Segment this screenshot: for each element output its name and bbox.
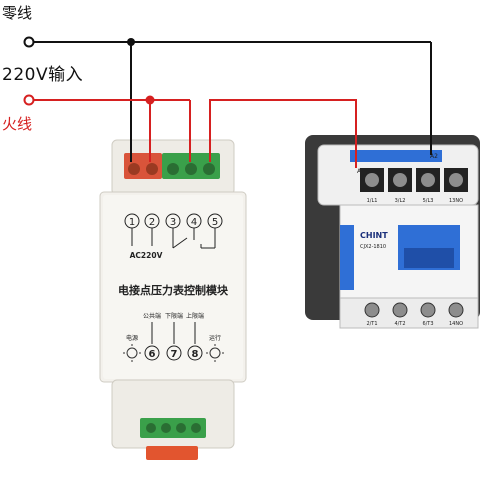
live-input-terminal-icon [23,94,35,106]
din-clip [146,446,198,460]
module-face-inner [103,195,243,379]
contactor-model: CJX2-1810 [360,244,386,250]
common-terminal-label: 公共端 [143,312,161,320]
terminal-number-7: 7 [171,349,178,360]
neutral-line-label: 零线 [2,4,33,22]
power-indicator-label: 电源 [126,334,138,342]
upper-limit-label: 上限端 [186,312,204,320]
contactor: A1 A2 1/L1 3/L2 5/L3 13NO CHINT CJX2-181… [305,135,480,329]
contactor-terminal-13no: 13NO [449,198,463,204]
module-title: 电接点压力表控制模块 [118,283,229,297]
control-module: 1 2 3 4 5 AC220V 电接点压力表控制模块 电源 运行 [99,139,247,460]
input-voltage-label: 220V输入 [2,65,84,85]
contactor-brand: CHINT [360,231,388,240]
terminal-screw [203,163,215,175]
terminal-number-5: 5 [212,217,218,228]
relay-contact-symbol [131,228,216,249]
power-indicator-icon [126,347,138,359]
bottom-terminal-block [140,418,206,438]
contactor-side-strip [340,225,354,290]
contactor-bottom-screws [364,302,464,318]
terminal-screw [128,163,140,175]
terminal-screw [146,163,158,175]
terminal-number-1: 1 [129,217,135,228]
contactor-terminal-14no: 14NO [449,321,463,327]
run-indicator-label: 运行 [209,334,221,342]
terminal-number-4: 4 [191,217,197,228]
lower-limit-label: 下限端 [165,312,183,320]
contactor-terminal-3l2: 3/L2 [395,198,406,204]
terminal-number-2: 2 [149,217,155,228]
contactor-top-screws [360,168,468,192]
contactor-terminal-2t1: 2/T1 [366,321,377,327]
contactor-terminal-1l1: 1/L1 [367,198,378,204]
terminal-number-8: 8 [192,349,199,360]
terminal-number-6: 6 [149,349,156,360]
live-junction-dot [145,95,155,105]
run-indicator-icon [209,347,221,359]
top-terminal-block [124,153,220,179]
coil-mark-a2: A2 [430,153,438,160]
neutral-junction-dot [127,38,135,46]
contactor-actuator-slot [404,248,454,268]
terminal-screw [185,163,197,175]
module-indicators: 电源 运行 公共端 下限端 上限端 [123,312,224,362]
contactor-terminal-6t3: 6/T3 [422,321,433,327]
live-wire [34,99,357,168]
contactor-coil-label-strip [350,150,442,162]
contactor-terminal-5l3: 5/L3 [423,198,434,204]
neutral-wire [34,41,432,162]
contactor-terminal-4t2: 4/T2 [394,321,405,327]
live-line-label: 火线 [2,115,33,133]
neutral-input-terminal-icon [23,36,35,48]
module-voltage-label: AC220V [130,251,163,260]
terminal-screw [167,163,179,175]
terminal-number-3: 3 [170,217,176,228]
